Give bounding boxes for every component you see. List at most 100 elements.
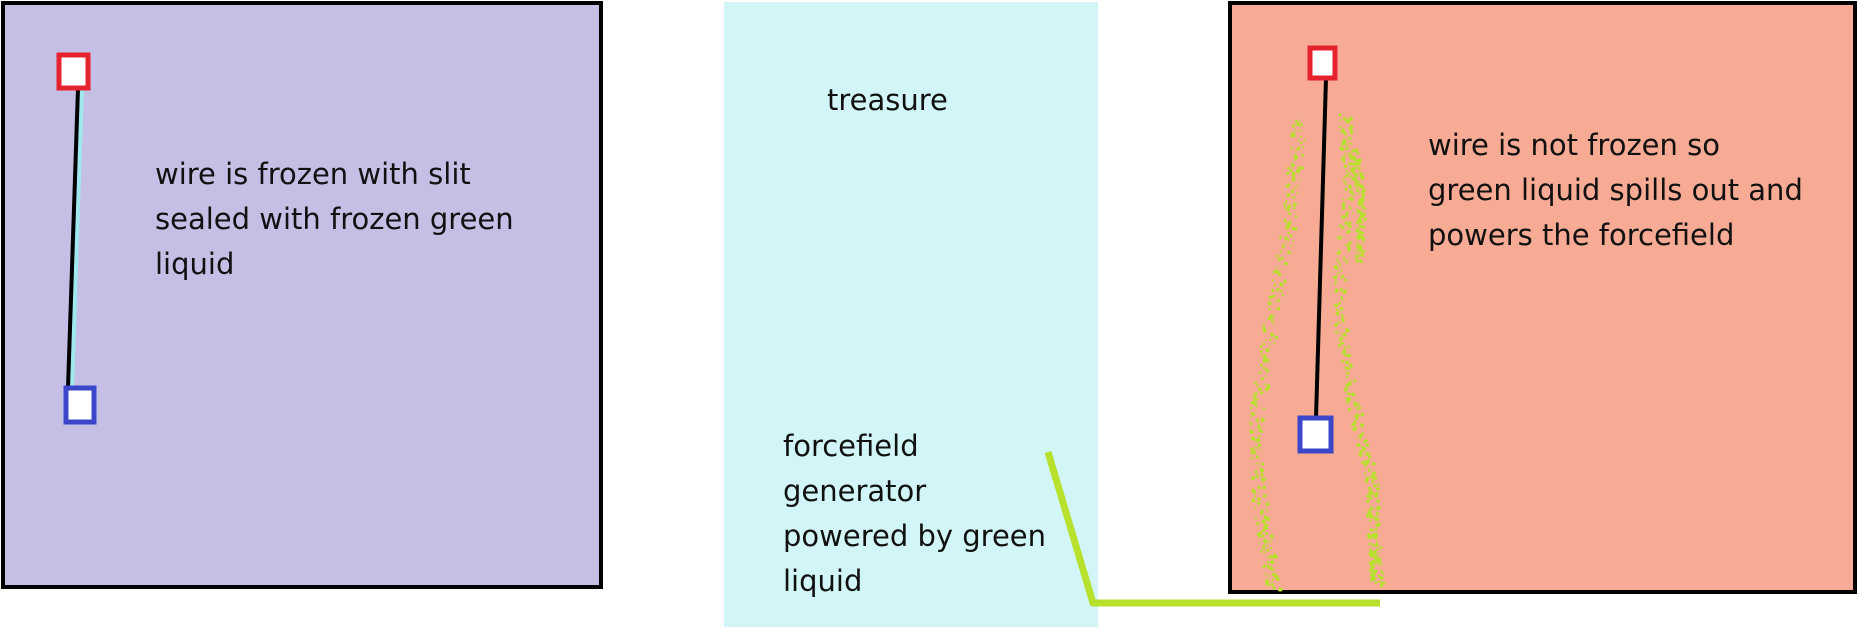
- green-liquid-droplet: [1266, 561, 1270, 564]
- green-liquid-droplet: [1273, 554, 1277, 558]
- green-liquid-droplet: [1334, 280, 1338, 283]
- green-liquid-droplet: [1339, 263, 1342, 267]
- green-liquid-droplet: [1377, 552, 1379, 555]
- green-liquid-droplet: [1344, 278, 1348, 282]
- green-liquid-droplet: [1336, 308, 1339, 312]
- green-liquid-droplet: [1264, 476, 1267, 479]
- green-liquid-droplet: [1370, 489, 1373, 491]
- green-liquid-droplet: [1363, 466, 1366, 469]
- green-liquid-droplet: [1371, 543, 1375, 547]
- green-liquid-droplet: [1256, 462, 1259, 465]
- green-liquid-droplet: [1262, 565, 1266, 569]
- green-liquid-droplet: [1292, 124, 1296, 128]
- green-liquid-droplet: [1263, 383, 1266, 386]
- green-liquid-droplet: [1355, 158, 1359, 162]
- green-liquid-droplet: [1342, 289, 1347, 294]
- green-liquid-droplet: [1257, 497, 1261, 501]
- green-liquid-droplet: [1341, 341, 1345, 345]
- green-liquid-droplet: [1349, 190, 1354, 195]
- green-liquid-droplet: [1256, 405, 1259, 408]
- green-liquid-droplet: [1341, 350, 1347, 355]
- green-liquid-droplet: [1348, 142, 1351, 145]
- forcefield-generator-label: forcefield generator powered by green li…: [783, 429, 1047, 598]
- green-liquid-droplet: [1267, 317, 1271, 320]
- green-liquid-droplet: [1294, 215, 1298, 218]
- green-liquid-droplet: [1295, 149, 1297, 152]
- green-liquid-droplet: [1347, 172, 1350, 175]
- green-liquid-droplet: [1264, 573, 1267, 576]
- green-liquid-droplet: [1291, 171, 1296, 176]
- green-liquid-droplet: [1373, 577, 1377, 580]
- green-liquid-droplet: [1347, 392, 1350, 396]
- green-liquid-droplet: [1352, 427, 1357, 432]
- green-liquid-droplet: [1296, 192, 1299, 194]
- green-liquid-droplet: [1265, 532, 1268, 536]
- green-liquid-droplet: [1373, 476, 1378, 481]
- green-liquid-droplet: [1344, 151, 1347, 154]
- green-liquid-droplet: [1340, 147, 1345, 152]
- green-liquid-droplet: [1283, 218, 1287, 223]
- green-liquid-droplet: [1354, 414, 1357, 417]
- green-liquid-droplet: [1262, 408, 1265, 410]
- green-liquid-droplet: [1352, 193, 1355, 196]
- green-liquid-droplet: [1264, 523, 1269, 528]
- frozen-wire: [66, 87, 80, 389]
- green-liquid-droplet: [1368, 490, 1373, 495]
- green-liquid-droplet: [1355, 408, 1358, 411]
- green-liquid-droplet: [1342, 256, 1346, 260]
- green-liquid-droplet: [1341, 317, 1345, 321]
- green-liquid-droplet: [1290, 163, 1295, 168]
- green-liquid-droplet: [1262, 463, 1265, 466]
- green-liquid-droplet: [1376, 499, 1380, 503]
- green-liquid-droplet: [1269, 546, 1273, 550]
- green-liquid-droplet: [1356, 151, 1360, 155]
- green-liquid-droplet: [1339, 224, 1342, 227]
- green-liquid-droplet: [1268, 308, 1271, 311]
- green-liquid-droplet: [1347, 224, 1352, 229]
- green-liquid-droplet: [1340, 314, 1344, 318]
- green-liquid-droplet: [1374, 554, 1378, 558]
- green-liquid-droplet: [1349, 129, 1352, 131]
- green-liquid-droplet: [1267, 574, 1270, 577]
- green-liquid-droplet: [1267, 301, 1272, 306]
- green-liquid-droplet: [1272, 294, 1276, 298]
- green-liquid-droplet: [1360, 214, 1365, 219]
- green-liquid-droplet: [1269, 554, 1274, 559]
- green-liquid-droplet: [1356, 245, 1360, 249]
- green-liquid-droplet: [1380, 563, 1383, 566]
- green-liquid-droplet: [1250, 457, 1253, 460]
- green-liquid-droplet: [1250, 450, 1254, 454]
- green-liquid-droplet: [1351, 392, 1355, 397]
- treasure-label: treasure: [827, 83, 948, 117]
- green-liquid-droplet: [1362, 240, 1365, 243]
- green-liquid-droplet: [1265, 502, 1270, 507]
- green-liquid-droplet: [1363, 217, 1367, 221]
- green-liquid-droplet: [1375, 543, 1379, 547]
- green-liquid-droplet: [1346, 247, 1351, 252]
- green-liquid-droplet: [1358, 166, 1361, 168]
- green-liquid-droplet: [1369, 568, 1374, 573]
- green-liquid-droplet: [1254, 446, 1258, 449]
- green-liquid-droplet: [1341, 291, 1344, 294]
- green-liquid-droplet: [1360, 423, 1364, 428]
- green-liquid-droplet: [1262, 354, 1267, 358]
- green-liquid-droplet: [1348, 184, 1353, 189]
- green-liquid-droplet: [1291, 188, 1294, 192]
- green-liquid-droplet: [1269, 338, 1272, 342]
- green-liquid-droplet: [1370, 479, 1373, 482]
- green-liquid-droplet: [1381, 572, 1385, 575]
- green-liquid-droplet: [1344, 221, 1349, 226]
- green-liquid-droplet: [1290, 146, 1293, 150]
- green-liquid-droplet: [1298, 129, 1301, 132]
- green-liquid-droplet: [1265, 348, 1270, 353]
- green-liquid-droplet: [1342, 198, 1345, 201]
- green-liquid-droplet: [1375, 532, 1379, 536]
- green-liquid-droplet: [1365, 452, 1369, 456]
- green-liquid-droplet: [1371, 529, 1374, 532]
- green-liquid-spill: [1249, 113, 1386, 592]
- green-liquid-droplet: [1292, 202, 1297, 207]
- green-liquid-droplet: [1260, 350, 1263, 353]
- green-liquid-droplet: [1338, 343, 1342, 348]
- green-liquid-droplet: [1376, 483, 1380, 487]
- green-liquid-droplet: [1262, 521, 1265, 524]
